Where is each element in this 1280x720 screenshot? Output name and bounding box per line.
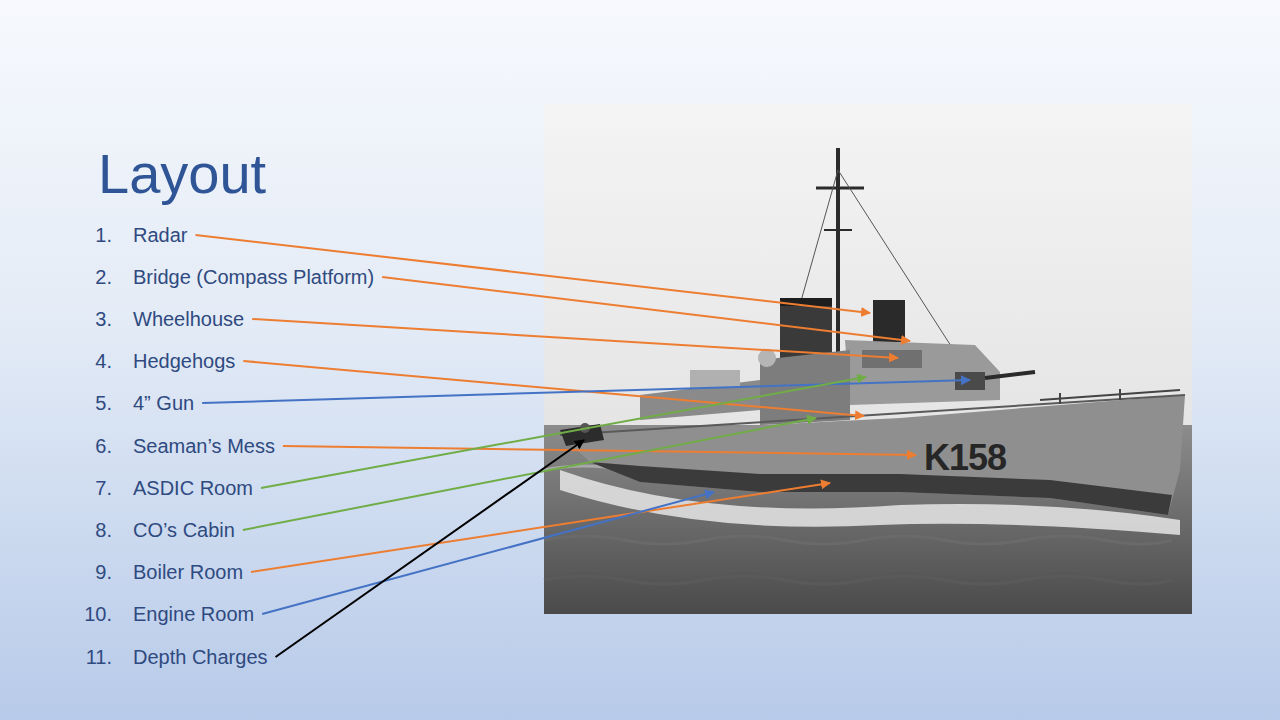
leader-line xyxy=(283,446,916,455)
callout-number: 1. xyxy=(72,222,112,248)
part-name: Depth Charges xyxy=(133,644,268,670)
callout-number: 8. xyxy=(72,517,112,543)
leader-line xyxy=(261,377,866,488)
callout-number: 7. xyxy=(72,475,112,501)
callout-number: 9. xyxy=(72,559,112,585)
part-name: Wheelhouse xyxy=(133,306,244,332)
callout-number: 2. xyxy=(72,264,112,290)
slide-title: Layout xyxy=(98,142,266,206)
part-name: Engine Room xyxy=(133,601,254,627)
callout-number: 6. xyxy=(72,433,112,459)
leader-line xyxy=(202,380,970,403)
callout-number: 10. xyxy=(72,601,112,627)
callout-number: 5. xyxy=(72,390,112,416)
part-name: Radar xyxy=(133,222,187,248)
part-name: Seaman’s Mess xyxy=(133,433,275,459)
leader-line xyxy=(243,361,864,416)
leader-line xyxy=(262,492,714,614)
part-name: CO’s Cabin xyxy=(133,517,235,543)
leader-line xyxy=(251,483,830,572)
part-name: Bridge (Compass Platform) xyxy=(133,264,374,290)
callout-number: 4. xyxy=(72,348,112,374)
callout-number: 3. xyxy=(72,306,112,332)
part-name: Boiler Room xyxy=(133,559,243,585)
hull-number: K158 xyxy=(924,438,1006,478)
part-name: 4” Gun xyxy=(133,390,194,416)
leader-line xyxy=(252,319,898,358)
part-name: Hedgehogs xyxy=(133,348,235,374)
leader-line xyxy=(243,418,816,530)
callout-number: 11. xyxy=(72,644,112,670)
leader-line xyxy=(276,440,584,657)
part-name: ASDIC Room xyxy=(133,475,253,501)
